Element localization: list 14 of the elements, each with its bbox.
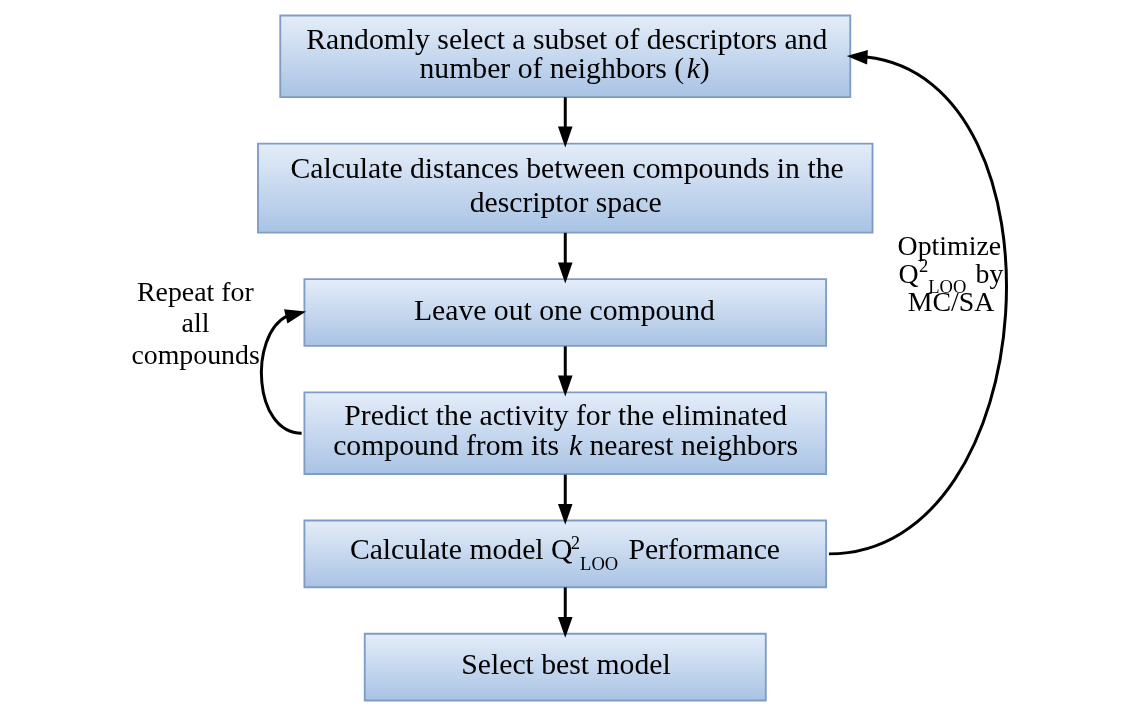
arrow [557, 232, 573, 284]
node-box: Calculate model Q$^{2}$$_{LOO}$ Performance [303, 519, 827, 589]
node-box: Leave out one compound [303, 278, 827, 347]
arrow [557, 587, 573, 638]
edge-label: Repeat for all compounds [130, 275, 260, 370]
arrow [557, 474, 573, 525]
node-box: Calculate distances between compounds in the descriptor space [256, 142, 873, 234]
arrow [557, 346, 573, 397]
node-box: Select best model [363, 632, 767, 702]
arrow [828, 49, 1007, 556]
arrow [259, 309, 306, 435]
node-box: Predict the activity for the eliminated compound from its k nearest neighbors [303, 391, 827, 475]
node-box: Randomly select a subset of descriptors and number of neighbors (k) [278, 14, 851, 99]
arrow [557, 97, 573, 148]
